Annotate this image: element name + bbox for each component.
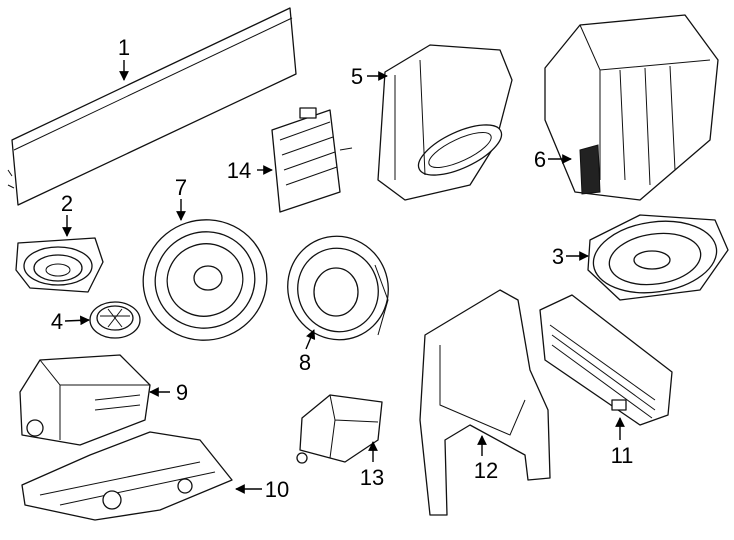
part-6-amplifier-housing [544, 14, 719, 201]
callout-11: 11 [611, 443, 634, 468]
part-1-trim-panel [7, 7, 297, 206]
callout-2: 2 [61, 191, 73, 216]
part-12-mount-bracket [419, 289, 551, 516]
callout-7: 7 [175, 175, 187, 200]
part-5-subwoofer-enclosure [377, 44, 513, 201]
callout-5: 5 [351, 64, 363, 89]
callout-9: 9 [176, 380, 188, 405]
part-10-bracket [21, 431, 233, 521]
callout-4: 4 [51, 309, 63, 334]
part-14-control-module [271, 107, 353, 213]
callouts: 1 2 3 4 5 6 7 8 9 10 11 12 13 14 [51, 35, 634, 502]
part-4-tweeter [89, 301, 141, 339]
part-7-large-speaker [142, 219, 268, 341]
leader-lines [62, 60, 625, 494]
part-11-amplifier [539, 294, 673, 426]
part-13-small-module [296, 394, 383, 464]
part-8-speaker [287, 235, 389, 341]
part-9-amplifier-unit [19, 354, 151, 446]
callout-6: 6 [534, 147, 546, 172]
callout-8: 8 [299, 350, 311, 375]
part-3-oval-speaker [587, 214, 729, 301]
callout-1: 1 [118, 35, 130, 60]
callout-14: 14 [227, 158, 251, 183]
callout-12: 12 [474, 458, 498, 483]
callout-3: 3 [552, 244, 564, 269]
part-2-small-speaker [15, 237, 104, 293]
callout-13: 13 [360, 465, 384, 490]
callout-10: 10 [265, 477, 289, 502]
